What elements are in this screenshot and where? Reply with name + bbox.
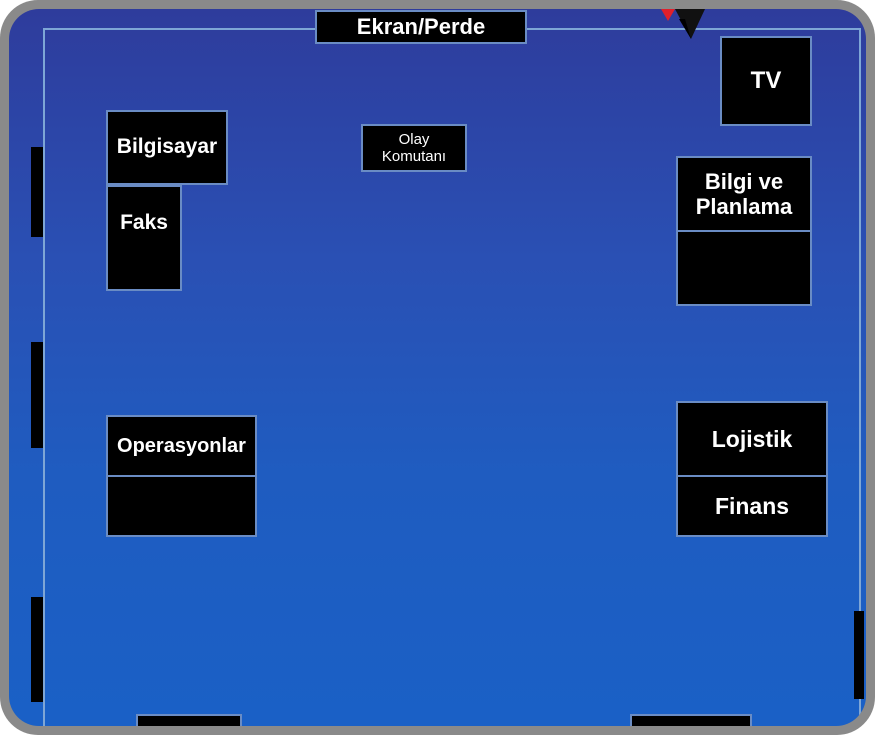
operations-desk xyxy=(106,475,257,537)
fax-box: Faks xyxy=(106,185,182,291)
left-wall-segment-1 xyxy=(31,147,43,237)
left-wall-segment-3 xyxy=(31,597,43,702)
logistics-box: Lojistik xyxy=(676,401,828,477)
info-planning-desk xyxy=(676,230,812,306)
tv-label: TV xyxy=(750,67,782,95)
tv-box: TV xyxy=(720,36,812,126)
incident-commander-box: Olay Komutanı xyxy=(361,124,467,172)
screen-curtain-label: Ekran/Perde xyxy=(356,14,486,40)
right-wall-segment xyxy=(854,611,864,699)
room-floorplan: Ekran/Perde TV Bilgisayar Faks Olay Komu… xyxy=(9,9,866,726)
fax-label: Faks xyxy=(120,211,168,234)
finance-label: Finans xyxy=(714,492,790,519)
logistics-label: Lojistik xyxy=(711,425,793,452)
finance-box: Finans xyxy=(676,475,828,537)
screen-curtain-box: Ekran/Perde xyxy=(315,10,527,44)
operations-box: Operasyonlar xyxy=(106,415,257,477)
computer-box: Bilgisayar xyxy=(106,110,228,185)
computer-label: Bilgisayar xyxy=(116,135,218,159)
info-planning-box: Bilgi ve Planlama xyxy=(676,156,812,232)
bottom-stub-right xyxy=(630,714,752,726)
info-planning-label: Bilgi ve Planlama xyxy=(695,168,793,219)
incident-commander-label: Olay Komutanı xyxy=(381,130,447,165)
bottom-stub-left xyxy=(136,714,242,726)
pin-marker-icon xyxy=(661,9,705,39)
left-wall-segment-2 xyxy=(31,342,43,448)
operations-label: Operasyonlar xyxy=(117,434,246,457)
